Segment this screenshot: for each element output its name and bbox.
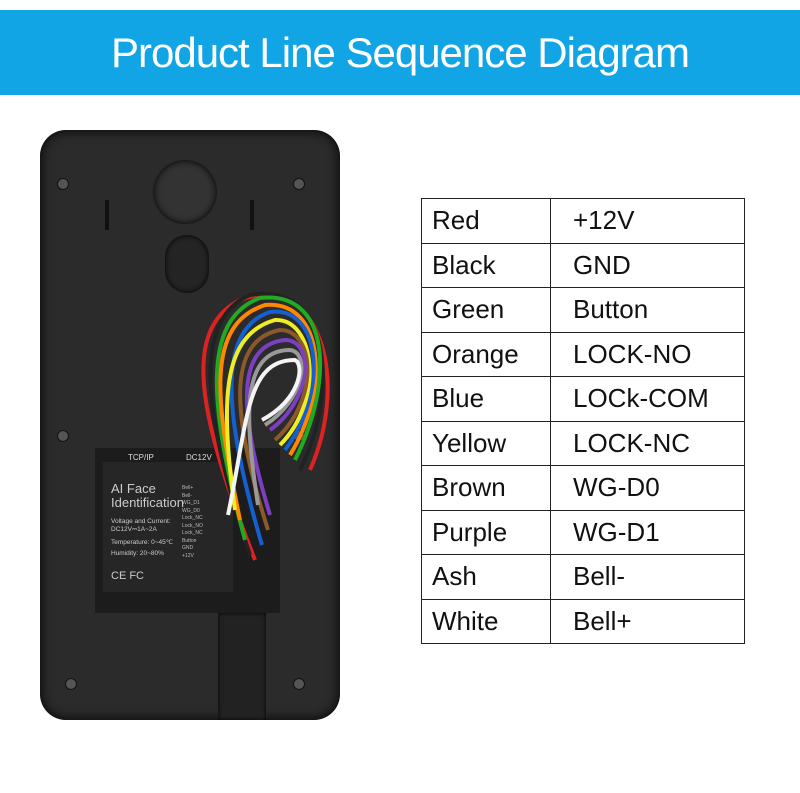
pin: Bell- bbox=[182, 492, 193, 499]
wire-function: +12V bbox=[550, 198, 745, 244]
wire-color: Yellow bbox=[421, 420, 551, 466]
port-label: TCP/IP bbox=[128, 453, 154, 462]
label-title: Identification bbox=[111, 495, 184, 510]
wire-color: Black bbox=[421, 242, 551, 288]
wire-function: WG-D1 bbox=[550, 509, 745, 555]
wire-function: Bell- bbox=[550, 554, 745, 600]
pin: +12V bbox=[182, 552, 194, 559]
pin: WG_D0 bbox=[182, 507, 200, 514]
pin: Lock_NO bbox=[182, 522, 203, 529]
slot bbox=[105, 200, 109, 230]
wire-color: Green bbox=[421, 287, 551, 333]
wire-color: Ash bbox=[421, 554, 551, 600]
pin: Bell+ bbox=[182, 485, 194, 491]
pin: GND bbox=[182, 545, 194, 551]
wire-function: Bell+ bbox=[550, 598, 745, 644]
screw-icon bbox=[57, 178, 69, 190]
screw-icon bbox=[293, 678, 305, 690]
wire-color: Purple bbox=[421, 509, 551, 555]
voltage: DC12V⎓1A~2A bbox=[111, 526, 157, 533]
wire-function: WG-D0 bbox=[550, 465, 745, 511]
wire-color: White bbox=[421, 598, 551, 644]
wire-color: Red bbox=[421, 198, 551, 244]
slot bbox=[250, 200, 254, 230]
screw-icon bbox=[293, 178, 305, 190]
temperature: Temperature: 0~45℃ bbox=[111, 539, 174, 546]
pin: Lock_NC bbox=[182, 515, 203, 521]
wire-color: Blue bbox=[421, 376, 551, 422]
wire-function: LOCk-COM bbox=[550, 376, 745, 422]
screw-icon bbox=[65, 678, 77, 690]
wire-function: LOCK-NO bbox=[550, 331, 745, 377]
wire-function: Button bbox=[550, 287, 745, 333]
pin: Lock_NC bbox=[182, 530, 203, 536]
page-title: Product Line Sequence Diagram bbox=[110, 28, 690, 76]
table-row: Red+12V bbox=[421, 198, 745, 244]
title-banner: Product Line Sequence Diagram bbox=[0, 10, 800, 95]
wire-color: Orange bbox=[421, 331, 551, 377]
pin: Button bbox=[182, 537, 197, 544]
pin: WG_D1 bbox=[182, 500, 200, 506]
label-title: AI Face bbox=[111, 481, 156, 496]
wire-function: GND bbox=[550, 242, 745, 288]
cert-logos: CE FC bbox=[111, 570, 144, 582]
wire-color: Brown bbox=[421, 465, 551, 511]
connector-tab bbox=[218, 613, 266, 720]
speaker-grille bbox=[153, 160, 217, 224]
wire-function: LOCK-NC bbox=[550, 420, 745, 466]
voltage-label: Voltage and Current: bbox=[111, 518, 171, 525]
screw-icon bbox=[57, 430, 69, 442]
port-label: DC12V bbox=[186, 453, 212, 462]
humidity: Humidity: 20~80% bbox=[111, 550, 164, 557]
cable-port bbox=[165, 235, 209, 293]
